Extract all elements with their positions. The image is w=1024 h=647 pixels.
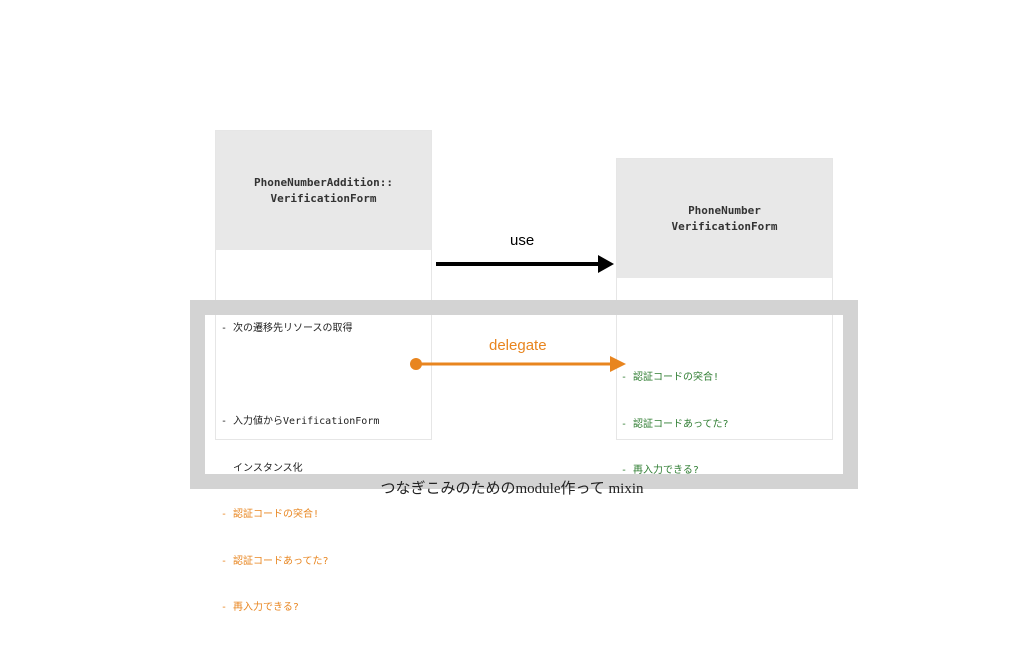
card-title-line: VerificationForm (671, 219, 778, 233)
card-title-line: PhoneNumber (688, 203, 761, 217)
delegate-source-dot (410, 358, 422, 370)
delegated-responsibility-item: - 再入力できる? (221, 602, 299, 613)
card-title: PhoneNumberAddition:: VerificationForm (216, 131, 431, 250)
responsibility-item: - 次の遷移先リソースの取得 (221, 323, 353, 334)
card-title-line: PhoneNumberAddition:: (253, 175, 394, 189)
mixin-module-caption: つなぎこみのためのmodule作って mixin (380, 481, 644, 497)
phone-number-verification-form-card: PhoneNumber VerificationForm - 認証コードの突合!… (616, 158, 833, 476)
use-label: use (510, 232, 535, 249)
delegated-responsibility-item: - 認証コードの突合! (221, 509, 320, 520)
mixin-responsibility-item: - 認証コードの突合! (621, 372, 720, 383)
delegated-responsibility-item: - 認証コードあってた? (221, 555, 329, 567)
delegate-label: delegate (489, 337, 547, 354)
use-arrow (436, 255, 614, 273)
phone-number-addition-verification-form-card: PhoneNumberAddition:: VerificationForm -… (215, 130, 432, 613)
card-title-line: VerificationForm (270, 191, 377, 205)
responsibility-item: - 入力値からVerificationForm (221, 416, 380, 427)
responsibility-item: インスタンス化 (221, 462, 303, 474)
responsibility-list: - 認証コードの突合! - 認証コードあってた? - 再入力できる? (621, 339, 729, 510)
mixin-responsibility-item: - 認証コードあってた? (621, 418, 729, 430)
mixin-responsibility-item: - 再入力できる? (621, 465, 699, 476)
card-title: PhoneNumber VerificationForm (617, 159, 832, 278)
relation-arrows (410, 255, 626, 372)
mixin-module-frame (190, 300, 858, 489)
delegate-arrow (410, 356, 626, 372)
